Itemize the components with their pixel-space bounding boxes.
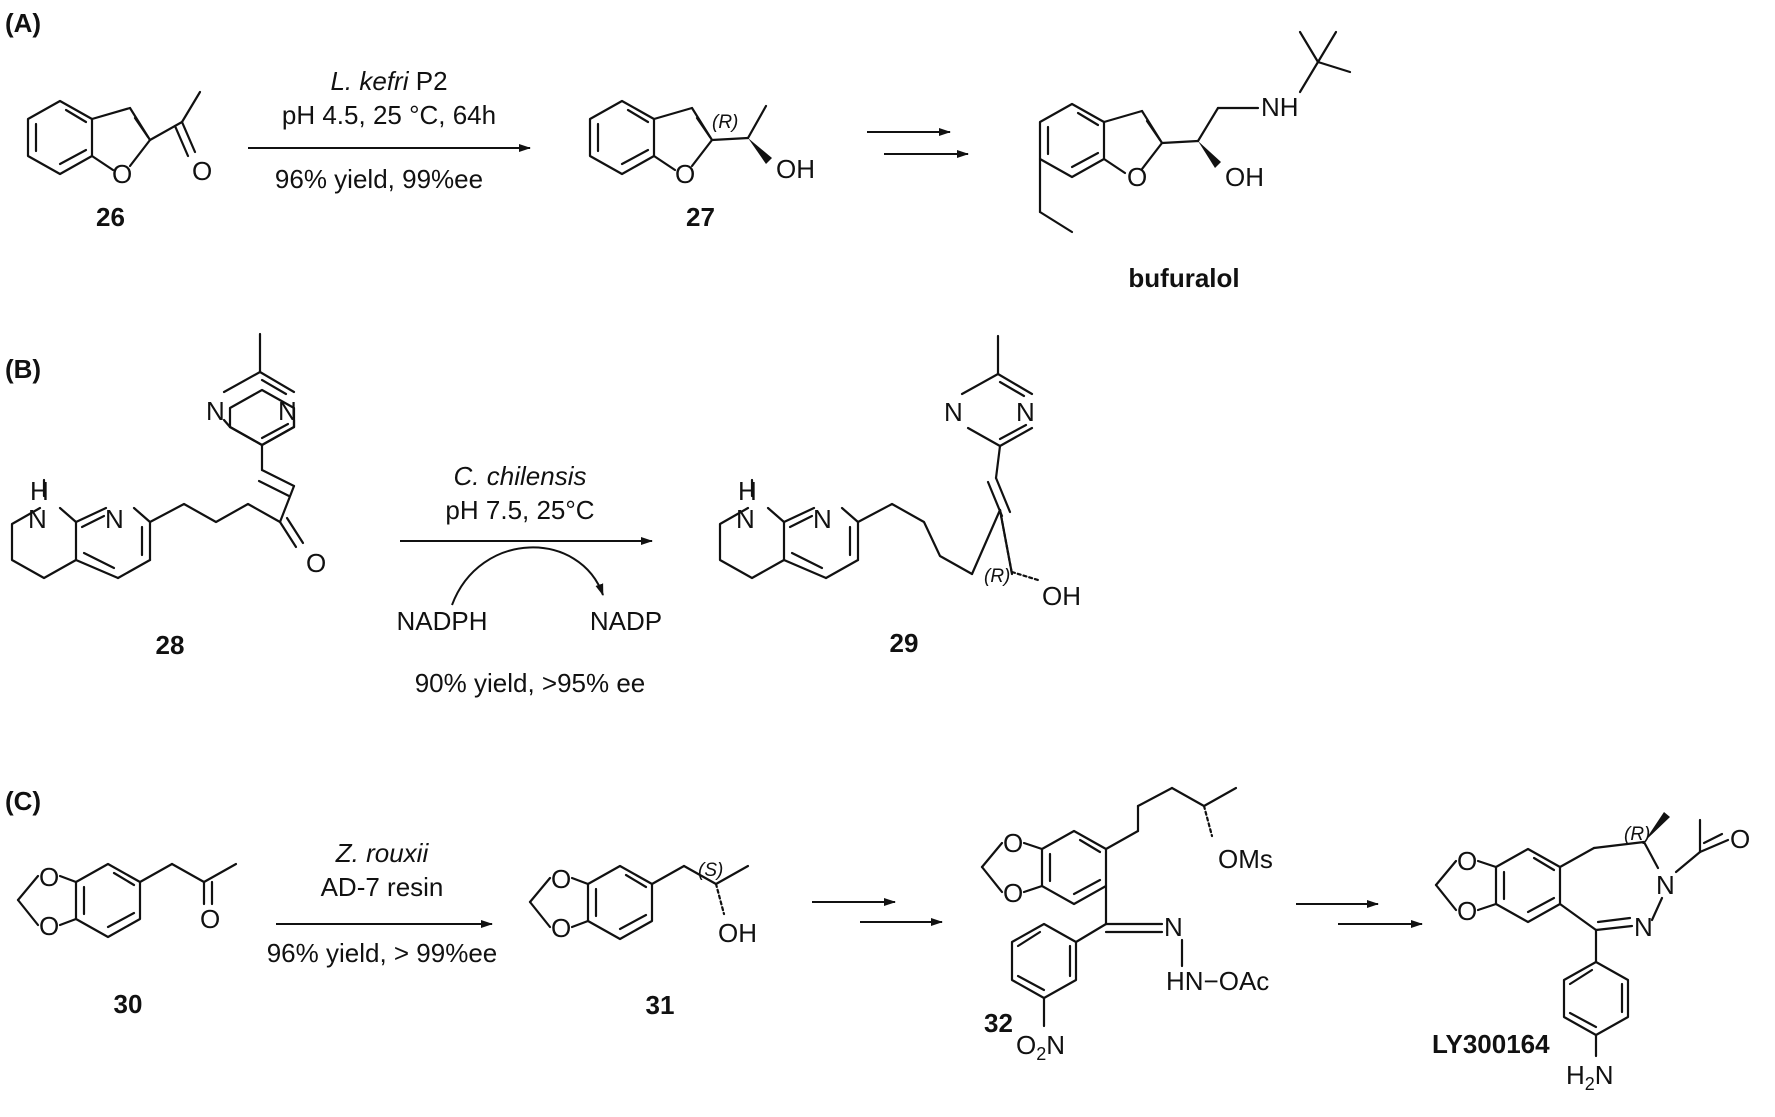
- compound-ly300164-label: LY300164: [1432, 1029, 1550, 1059]
- compound-27-structure: [588, 99, 772, 176]
- compound-32-label: 32: [984, 1008, 1013, 1038]
- stereo-s-31: (S): [698, 860, 723, 881]
- bufuralol-structure: [1038, 30, 1352, 234]
- reagent-c-line2: AD-7 resin: [321, 872, 444, 902]
- atom-n-ly-2: N: [1634, 912, 1653, 942]
- atom-n-28-pyrimidine-2: N: [278, 396, 297, 426]
- atom-oh-27: OH: [776, 154, 815, 184]
- reagent-c: Z. rouxii: [335, 838, 430, 868]
- atom-o-32-2: O: [1003, 878, 1023, 908]
- stereo-r-27: (R): [712, 112, 738, 133]
- yield-a: 96% yield, 99%ee: [275, 164, 483, 194]
- atom-n-29-amine: N: [736, 504, 755, 534]
- atom-o-30-ketone: O: [200, 904, 220, 934]
- atom-o-ly-1: O: [1457, 846, 1477, 876]
- compound-26-structure: [26, 90, 202, 176]
- cofactor-curved-arrow: [451, 546, 604, 606]
- conditions-b: pH 7.5, 25°C: [445, 495, 594, 525]
- compound-30-structure: [16, 862, 238, 939]
- stereo-r-29: (R): [984, 566, 1010, 587]
- atom-o-31-2: O: [551, 913, 571, 943]
- reagent-a: L. kefri P2: [330, 66, 447, 96]
- atom-n-32: N: [1164, 912, 1183, 942]
- compound-28-label: 28: [156, 630, 185, 660]
- atom-o-ly-2: O: [1457, 896, 1477, 926]
- compound-29-label: 29: [890, 628, 919, 658]
- conditions-a: pH 4.5, 25 °C, 64h: [282, 100, 496, 130]
- atom-h2n-ly: H2N: [1566, 1060, 1614, 1094]
- atom-o-27: O: [675, 159, 695, 189]
- compound-27-label: 27: [686, 202, 715, 232]
- compound-31-label: 31: [646, 990, 675, 1020]
- yield-b: 90% yield, >95% ee: [415, 668, 646, 698]
- atom-o-26: O: [112, 159, 132, 189]
- cofactor-out: NADP: [590, 606, 662, 636]
- yield-c: 96% yield, > 99%ee: [267, 938, 498, 968]
- atom-o-bufuralol: O: [1127, 162, 1147, 192]
- atom-n-29-pyridine: N: [813, 504, 832, 534]
- panel-a-label: (A): [5, 8, 41, 38]
- atom-o-30-2: O: [39, 911, 59, 941]
- compound-30-label: 30: [114, 989, 143, 1019]
- atom-o-26-ketone: O: [192, 156, 212, 186]
- atom-o-30-1: O: [39, 862, 59, 892]
- compound-31-structure: [528, 864, 750, 941]
- compound-29-structure: [718, 334, 1040, 582]
- atom-oh-29: OH: [1042, 581, 1081, 611]
- panel-b-label: (B): [5, 354, 41, 384]
- atom-n-28-pyridine: N: [105, 504, 124, 534]
- compound-28-structure: [10, 332, 305, 580]
- atom-n-ly-1: N: [1656, 870, 1675, 900]
- compound-26-label: 26: [96, 202, 125, 232]
- atom-nh-29-h: H: [738, 476, 757, 506]
- atom-o-ly-acetyl: O: [1730, 824, 1750, 854]
- reagent-b: C. chilensis: [454, 461, 587, 491]
- atom-oh-bufuralol: OH: [1225, 162, 1264, 192]
- bufuralol-label: bufuralol: [1128, 263, 1239, 293]
- atom-oms-32: OMs: [1218, 844, 1273, 874]
- atom-oh-31: OH: [718, 918, 757, 948]
- ly300164-structure: [1434, 812, 1730, 1058]
- atom-n-28-pyrimidine-1: N: [206, 396, 225, 426]
- atom-o-28: O: [306, 548, 326, 578]
- atom-o2n-32: O2N: [1016, 1030, 1065, 1064]
- cofactor-in: NADPH: [396, 606, 487, 636]
- atom-hn-oac-32: HN−OAc: [1166, 966, 1269, 996]
- atom-n-28-amine: N: [28, 504, 47, 534]
- stereo-r-ly: (R): [1624, 824, 1650, 845]
- atom-o-32-1: O: [1003, 828, 1023, 858]
- compound-32-structure: [980, 786, 1238, 1028]
- atom-n-29-pyrimidine-2: N: [1016, 397, 1035, 427]
- panel-c-label: (C): [5, 786, 41, 816]
- atom-n-29-pyrimidine-1: N: [944, 397, 963, 427]
- atom-o-31-1: O: [551, 864, 571, 894]
- atom-nh-28-h: H: [30, 476, 49, 506]
- atom-nh-bufuralol: NH: [1261, 92, 1299, 122]
